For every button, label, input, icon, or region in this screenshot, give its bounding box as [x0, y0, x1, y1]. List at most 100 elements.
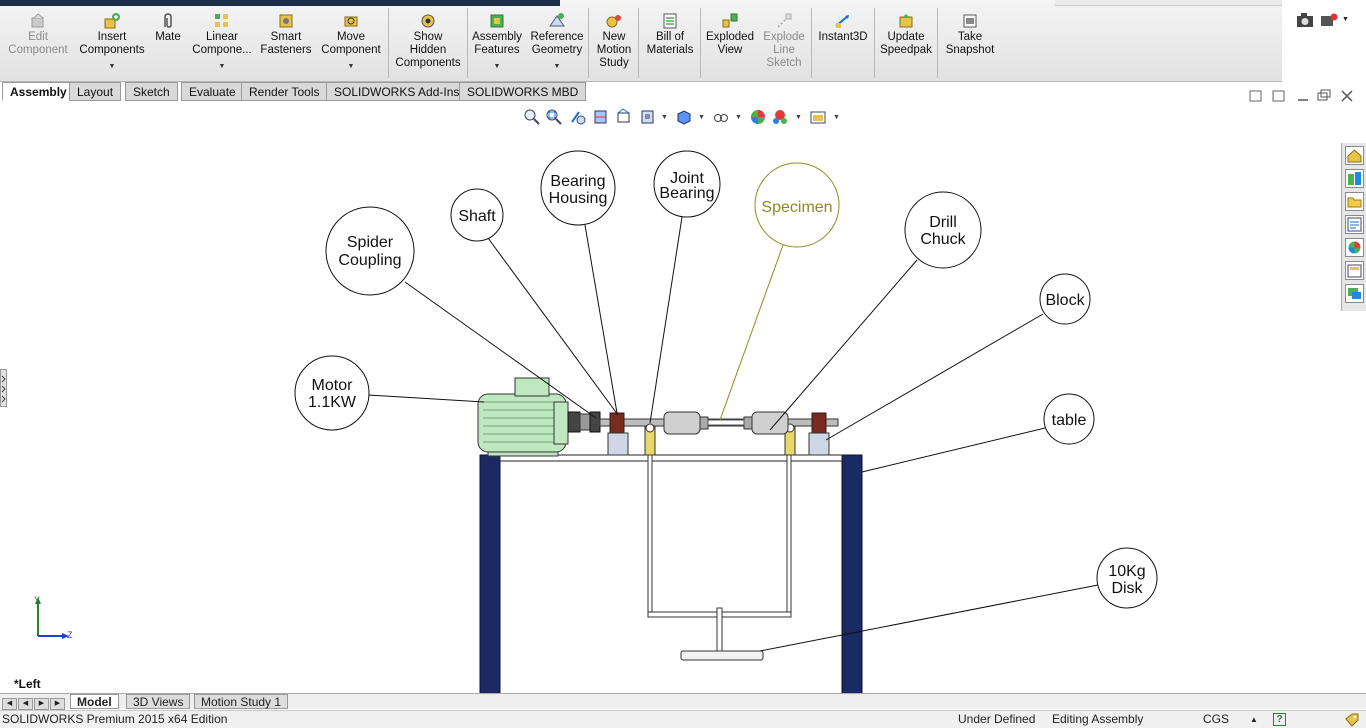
tab-sketch[interactable]: Sketch	[125, 82, 178, 101]
tab-assembly[interactable]: Assembly	[2, 82, 75, 101]
dropdown-arrow-icon[interactable]: ▼	[698, 114, 705, 121]
move-component-button[interactable]: Move Component ▼	[316, 12, 386, 73]
spider-coupling[interactable]	[567, 411, 601, 433]
instant3d-button[interactable]: Instant3D	[814, 12, 872, 44]
help-button[interactable]: ?	[1273, 713, 1286, 726]
dropdown-arrow-icon[interactable]: ▼	[493, 63, 501, 70]
tab-solidworks-mbd[interactable]: SOLIDWORKS MBD	[459, 82, 587, 101]
view-orientation-icon[interactable]	[639, 108, 657, 126]
tab-motion-study-1[interactable]: Motion Study 1	[194, 694, 289, 709]
callout-spider-coupling[interactable]: Spider Coupling	[325, 206, 415, 296]
graphics-area[interactable]: Spider Coupling Shaft Bearing Housing Jo…	[0, 104, 1340, 694]
edit-component-button[interactable]: Edit Component	[4, 12, 72, 57]
zoom-to-fit-icon[interactable]	[523, 108, 541, 126]
camera-icon[interactable]	[1296, 12, 1314, 28]
linear-component-pattern-button[interactable]: Linear Compone... ▼	[188, 12, 256, 73]
dropdown-arrow-icon[interactable]: ▼	[661, 114, 668, 121]
motor-terminal-box	[514, 377, 550, 397]
reference-geometry-button[interactable]: Reference Geometry ▼	[528, 12, 586, 73]
tag-icon[interactable]	[1344, 713, 1360, 727]
dropdown-arrow-icon[interactable]: ▼	[347, 63, 355, 70]
dropdown-arrow-icon[interactable]: ▼	[833, 114, 840, 121]
record-video-icon[interactable]	[1320, 12, 1338, 28]
apply-scene-icon[interactable]	[771, 108, 789, 126]
tab-model[interactable]: Model	[70, 694, 119, 709]
insert-components-button[interactable]: Insert Components ▼	[76, 12, 148, 73]
callout-bearing-housing[interactable]: Bearing Housing	[540, 150, 616, 226]
instant3d-icon	[835, 15, 849, 28]
view-palette-tab[interactable]	[1345, 215, 1364, 234]
dynamic-annotation-icon[interactable]	[615, 108, 633, 126]
unit-system-button[interactable]: CGS	[1203, 712, 1230, 726]
take-snapshot-button[interactable]: Take Snapshot	[940, 12, 1000, 57]
tab-render-tools[interactable]: Render Tools	[241, 82, 328, 101]
file-explorer-tab[interactable]	[1345, 192, 1364, 211]
callout-label: Spider	[347, 234, 394, 251]
bearing-housing-left[interactable]	[607, 412, 629, 456]
close-icon[interactable]	[1341, 90, 1353, 102]
joint-bearing-left[interactable]	[644, 423, 656, 456]
callout-block[interactable]: Block	[1039, 273, 1091, 325]
design-library-icon	[1348, 172, 1361, 185]
assembly-features-button[interactable]: Assembly Features ▼	[470, 12, 524, 73]
callout-specimen[interactable]: Specimen	[754, 162, 840, 248]
mate-button[interactable]: Mate	[150, 12, 186, 44]
dropdown-arrow-icon[interactable]: ▼	[108, 63, 116, 70]
tab-solidworks-addins[interactable]: SOLIDWORKS Add-Ins	[326, 82, 468, 101]
bill-of-materials-button[interactable]: Bill of Materials	[642, 12, 698, 57]
specimen[interactable]	[707, 419, 745, 426]
display-style-icon[interactable]	[675, 108, 693, 126]
exploded-view-button[interactable]: Exploded View	[702, 12, 758, 57]
appearances-tab[interactable]	[1345, 238, 1364, 257]
previous-view-icon[interactable]	[569, 108, 587, 126]
update-speedpak-button[interactable]: Update Speedpak	[877, 12, 935, 57]
model-tabs-bar: ◀◀▶▶ Model 3D Views Motion Study 1	[0, 693, 1366, 710]
hide-show-icon[interactable]	[712, 108, 730, 126]
callout-label: Motor	[312, 377, 354, 394]
callout-disk[interactable]: 10Kg Disk	[1096, 547, 1158, 609]
unit-system-arrow-icon[interactable]: ▲	[1250, 715, 1258, 724]
tab-evaluate[interactable]: Evaluate	[181, 82, 244, 101]
dropdown-arrow-icon[interactable]: ▼	[795, 114, 802, 121]
drill-chuck-left[interactable]	[663, 411, 709, 435]
edit-appearance-icon[interactable]	[749, 108, 767, 126]
tab-3d-views[interactable]: 3D Views	[126, 694, 191, 709]
first-tab-arrow-icon[interactable]: ◀	[2, 698, 17, 710]
button-label: Take	[957, 31, 983, 43]
custom-properties-tab[interactable]	[1345, 261, 1364, 280]
dropdown-arrow-icon[interactable]: ▼	[218, 63, 226, 70]
next-tab-arrow-icon[interactable]: ▶	[34, 698, 49, 710]
tile-icon[interactable]	[1249, 90, 1262, 102]
dropdown-arrow-icon[interactable]: ▼	[735, 114, 742, 121]
design-library-tab[interactable]	[1345, 169, 1364, 188]
show-hidden-components-button[interactable]: Show Hidden Components	[392, 12, 464, 70]
tab-scroll-arrows: ◀◀▶▶	[2, 696, 66, 710]
button-label: Component	[8, 44, 68, 56]
drill-chuck-right[interactable]	[743, 411, 789, 435]
table-frame[interactable]	[479, 454, 863, 694]
explode-line-sketch-button[interactable]: Explode Line Sketch	[760, 12, 808, 70]
tab-layout[interactable]: Layout	[69, 82, 122, 101]
motor[interactable]	[477, 377, 569, 457]
solidworks-resources-tab[interactable]	[1345, 146, 1364, 165]
view-settings-icon[interactable]	[809, 108, 827, 126]
dropdown-arrow-icon[interactable]: ▼	[1342, 16, 1349, 23]
split-icon[interactable]	[1272, 90, 1285, 102]
dropdown-arrow-icon[interactable]: ▼	[553, 63, 561, 70]
menu-bar	[0, 0, 560, 6]
smart-fasteners-button[interactable]: Smart Fasteners	[258, 12, 314, 57]
callout-table[interactable]: table	[1043, 393, 1095, 445]
callout-shaft[interactable]: Shaft	[450, 188, 504, 242]
new-motion-study-button[interactable]: New Motion Study	[592, 12, 636, 70]
feature-manager-flyout-handle[interactable]	[0, 369, 7, 407]
zoom-area-icon[interactable]	[545, 108, 563, 126]
callout-motor[interactable]: Motor 1.1KW	[294, 355, 370, 431]
bearing-housing-right[interactable]	[808, 412, 830, 456]
section-view-icon[interactable]	[592, 108, 610, 126]
forum-tab[interactable]	[1345, 284, 1364, 303]
hanger-frame[interactable]	[647, 454, 792, 661]
prev-tab-arrow-icon[interactable]: ◀	[18, 698, 33, 710]
last-tab-arrow-icon[interactable]: ▶	[50, 698, 65, 710]
callout-joint-bearing[interactable]: Joint Bearing	[653, 150, 721, 218]
callout-drill-chuck[interactable]: Drill Chuck	[904, 191, 982, 269]
